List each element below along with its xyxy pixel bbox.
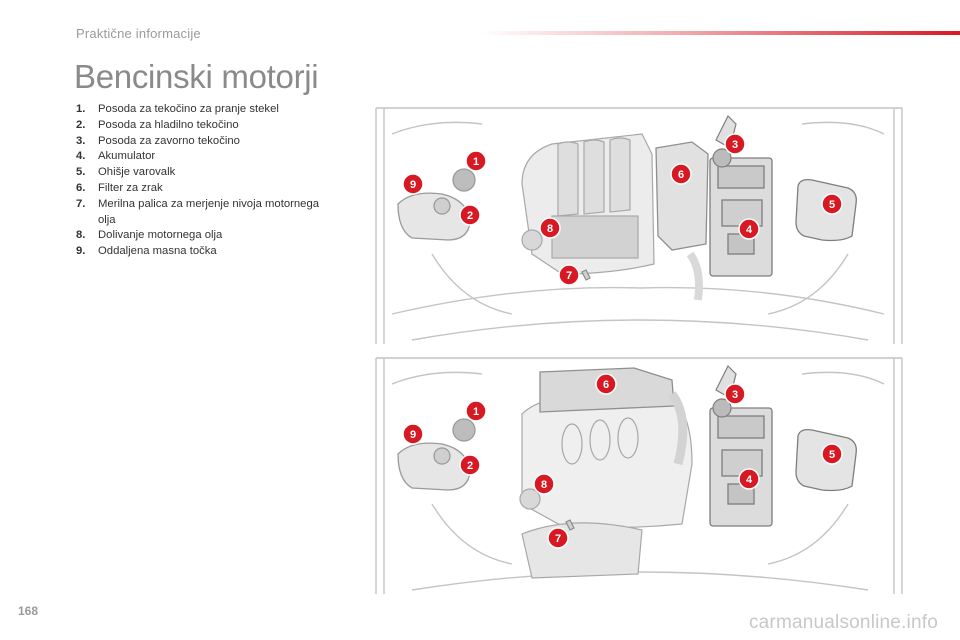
callout-7: 7 [558,264,580,286]
legend-list: 1.Posoda za tekočino za pranje stekel 2.… [76,102,326,260]
svg-text:2: 2 [467,210,473,222]
svg-text:7: 7 [555,533,561,545]
engine-bay-outline [375,107,903,344]
header-accent-bar [480,31,960,35]
callout-5: 5 [821,193,843,215]
legend-item: 2.Posoda za hladilno tekočino [76,118,239,131]
svg-text:1: 1 [473,406,479,418]
callout-6: 6 [670,163,692,185]
callout-1: 1 [465,150,487,172]
callout-9: 9 [402,173,424,195]
svg-text:2: 2 [467,460,473,472]
callouts: 1 2 3 4 5 6 7 8 9 [402,373,843,549]
callout-1: 1 [465,400,487,422]
svg-text:6: 6 [603,379,609,391]
engine-bay-outline [375,357,903,594]
watermark: carmanualsonline.info [748,612,938,633]
dipstick-icon [581,269,591,281]
callout-4: 4 [738,468,760,490]
page-number: 168 [18,604,39,618]
callout-3: 3 [724,133,746,155]
callouts: 1 2 3 4 5 6 7 8 9 [402,133,843,286]
svg-text:9: 9 [410,179,416,191]
dipstick-icon [565,519,575,531]
legend-item: 8.Dolivanje motornega olja [76,229,223,242]
callout-5: 5 [821,443,843,465]
callout-6: 6 [595,373,617,395]
callout-8: 8 [539,217,561,239]
svg-text:5: 5 [829,199,835,211]
callout-7: 7 [547,527,569,549]
washer-reservoir [397,418,476,491]
air-filter-housing [655,141,709,301]
engine-cover [519,393,693,579]
legend-item: 5.Ohišje varovalk [76,166,176,179]
svg-text:8: 8 [547,223,553,235]
callout-8: 8 [533,473,555,495]
legend-item: 6.Filter za zrak [76,181,163,194]
svg-text:5: 5 [829,449,835,461]
engine-bay-diagram-2: 1 2 3 4 5 6 7 8 9 [375,357,903,594]
svg-text:7: 7 [566,270,572,282]
legend-item: 7.Merilna palica za merjenje nivoja moto… [76,197,320,226]
callout-4: 4 [738,218,760,240]
page-title: Bencinski motorji [74,58,319,95]
legend-item: 3.Posoda za zavorno tekočino [76,134,240,147]
svg-text:1: 1 [473,156,479,168]
section-title: Praktične informacije [76,26,201,41]
svg-text:4: 4 [746,474,753,486]
washer-reservoir [397,168,476,241]
callout-3: 3 [724,383,746,405]
legend-item: 1.Posoda za tekočino za pranje stekel [76,103,279,115]
legend-item: 4.Akumulator [76,150,156,163]
svg-text:8: 8 [541,479,547,491]
svg-text:3: 3 [732,139,738,151]
engine-bay-diagram-1: 1 2 3 4 5 6 7 8 9 [375,107,903,344]
callout-2: 2 [459,454,481,476]
legend-item: 9.Oddaljena masna točka [76,245,217,258]
callout-9: 9 [402,423,424,445]
callout-2: 2 [459,204,481,226]
battery [709,407,773,527]
svg-text:9: 9 [410,429,416,441]
svg-text:4: 4 [746,224,753,236]
svg-text:3: 3 [732,389,738,401]
battery [709,157,773,277]
engine-block [521,133,655,275]
svg-text:6: 6 [678,169,684,181]
